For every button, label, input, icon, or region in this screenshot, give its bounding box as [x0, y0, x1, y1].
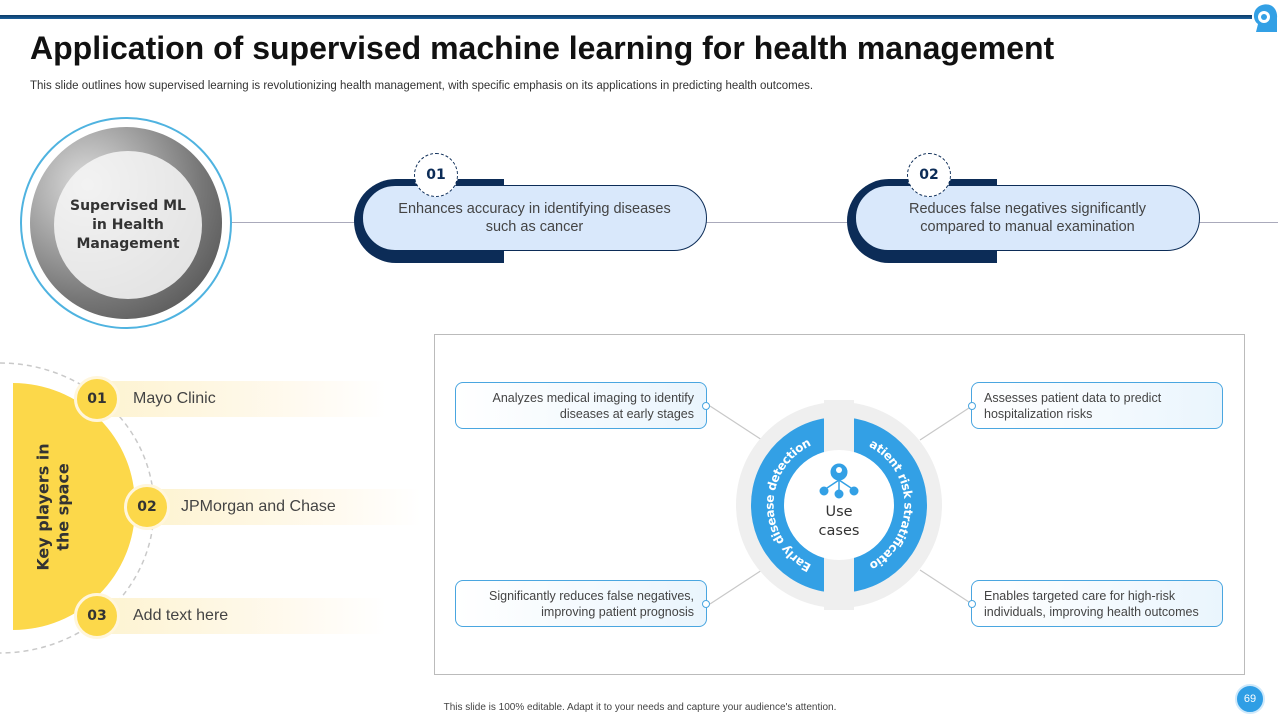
brain-gear-icon — [1253, 4, 1278, 32]
benefit-number: 02 — [907, 153, 951, 197]
use-case-text: Analyzes medical imaging to identify dis… — [492, 390, 695, 421]
connector-dot — [702, 600, 710, 608]
use-cases-panel — [434, 334, 1245, 675]
top-rule — [0, 15, 1252, 19]
use-case-box: Significantly reduces false negatives, i… — [455, 580, 707, 627]
benefit-text: Enhances accuracy in identifying disease… — [362, 185, 707, 251]
key-player-number: 02 — [124, 484, 170, 530]
key-player-item: Add text here — [96, 598, 386, 634]
use-cases-wheel: Early disease detection Patient risk str… — [734, 400, 942, 610]
benefit-02: Reduces false negatives significantly co… — [847, 179, 1202, 263]
key-player-number: 01 — [74, 376, 120, 422]
use-case-box: Enables targeted care for high-risk indi… — [971, 580, 1223, 627]
key-players-title: Key players in the space — [34, 442, 74, 571]
connector-dot — [968, 402, 976, 410]
connector-line — [230, 222, 1278, 223]
hero-label: Supervised ML in Health Management — [54, 151, 202, 299]
page-subtitle: This slide outlines how supervised learn… — [30, 80, 814, 92]
key-player-number: 03 — [74, 593, 120, 639]
benefit-number: 01 — [414, 153, 458, 197]
connector-dot — [968, 600, 976, 608]
hero-image-circle: Supervised ML in Health Management — [20, 117, 232, 329]
key-player-label: Add text here — [133, 607, 229, 624]
use-case-text: Enables targeted care for high-risk indi… — [984, 588, 1199, 619]
page-title: Application of supervised machine learni… — [30, 30, 1055, 66]
connector-lines — [709, 405, 973, 605]
robot-image: Supervised ML in Health Management — [30, 127, 222, 319]
use-case-box: Assesses patient data to predict hospita… — [971, 382, 1223, 429]
use-case-box: Analyzes medical imaging to identify dis… — [455, 382, 707, 429]
connector-dot — [702, 402, 710, 410]
key-player-item: JPMorgan and Chase — [146, 489, 421, 525]
page-number: 69 — [1235, 684, 1265, 714]
use-cases-center-label: Use cases — [818, 504, 860, 539]
use-case-text: Significantly reduces false negatives, i… — [489, 588, 694, 619]
benefit-text: Reduces false negatives significantly co… — [855, 185, 1200, 251]
use-case-text: Assesses patient data to predict hospita… — [984, 390, 1162, 421]
key-player-label: JPMorgan and Chase — [181, 498, 336, 515]
footer-note: This slide is 100% editable. Adapt it to… — [443, 702, 837, 713]
key-player-item: Mayo Clinic — [96, 381, 386, 417]
key-player-label: Mayo Clinic — [133, 390, 216, 407]
benefit-01: Enhances accuracy in identifying disease… — [354, 179, 709, 263]
